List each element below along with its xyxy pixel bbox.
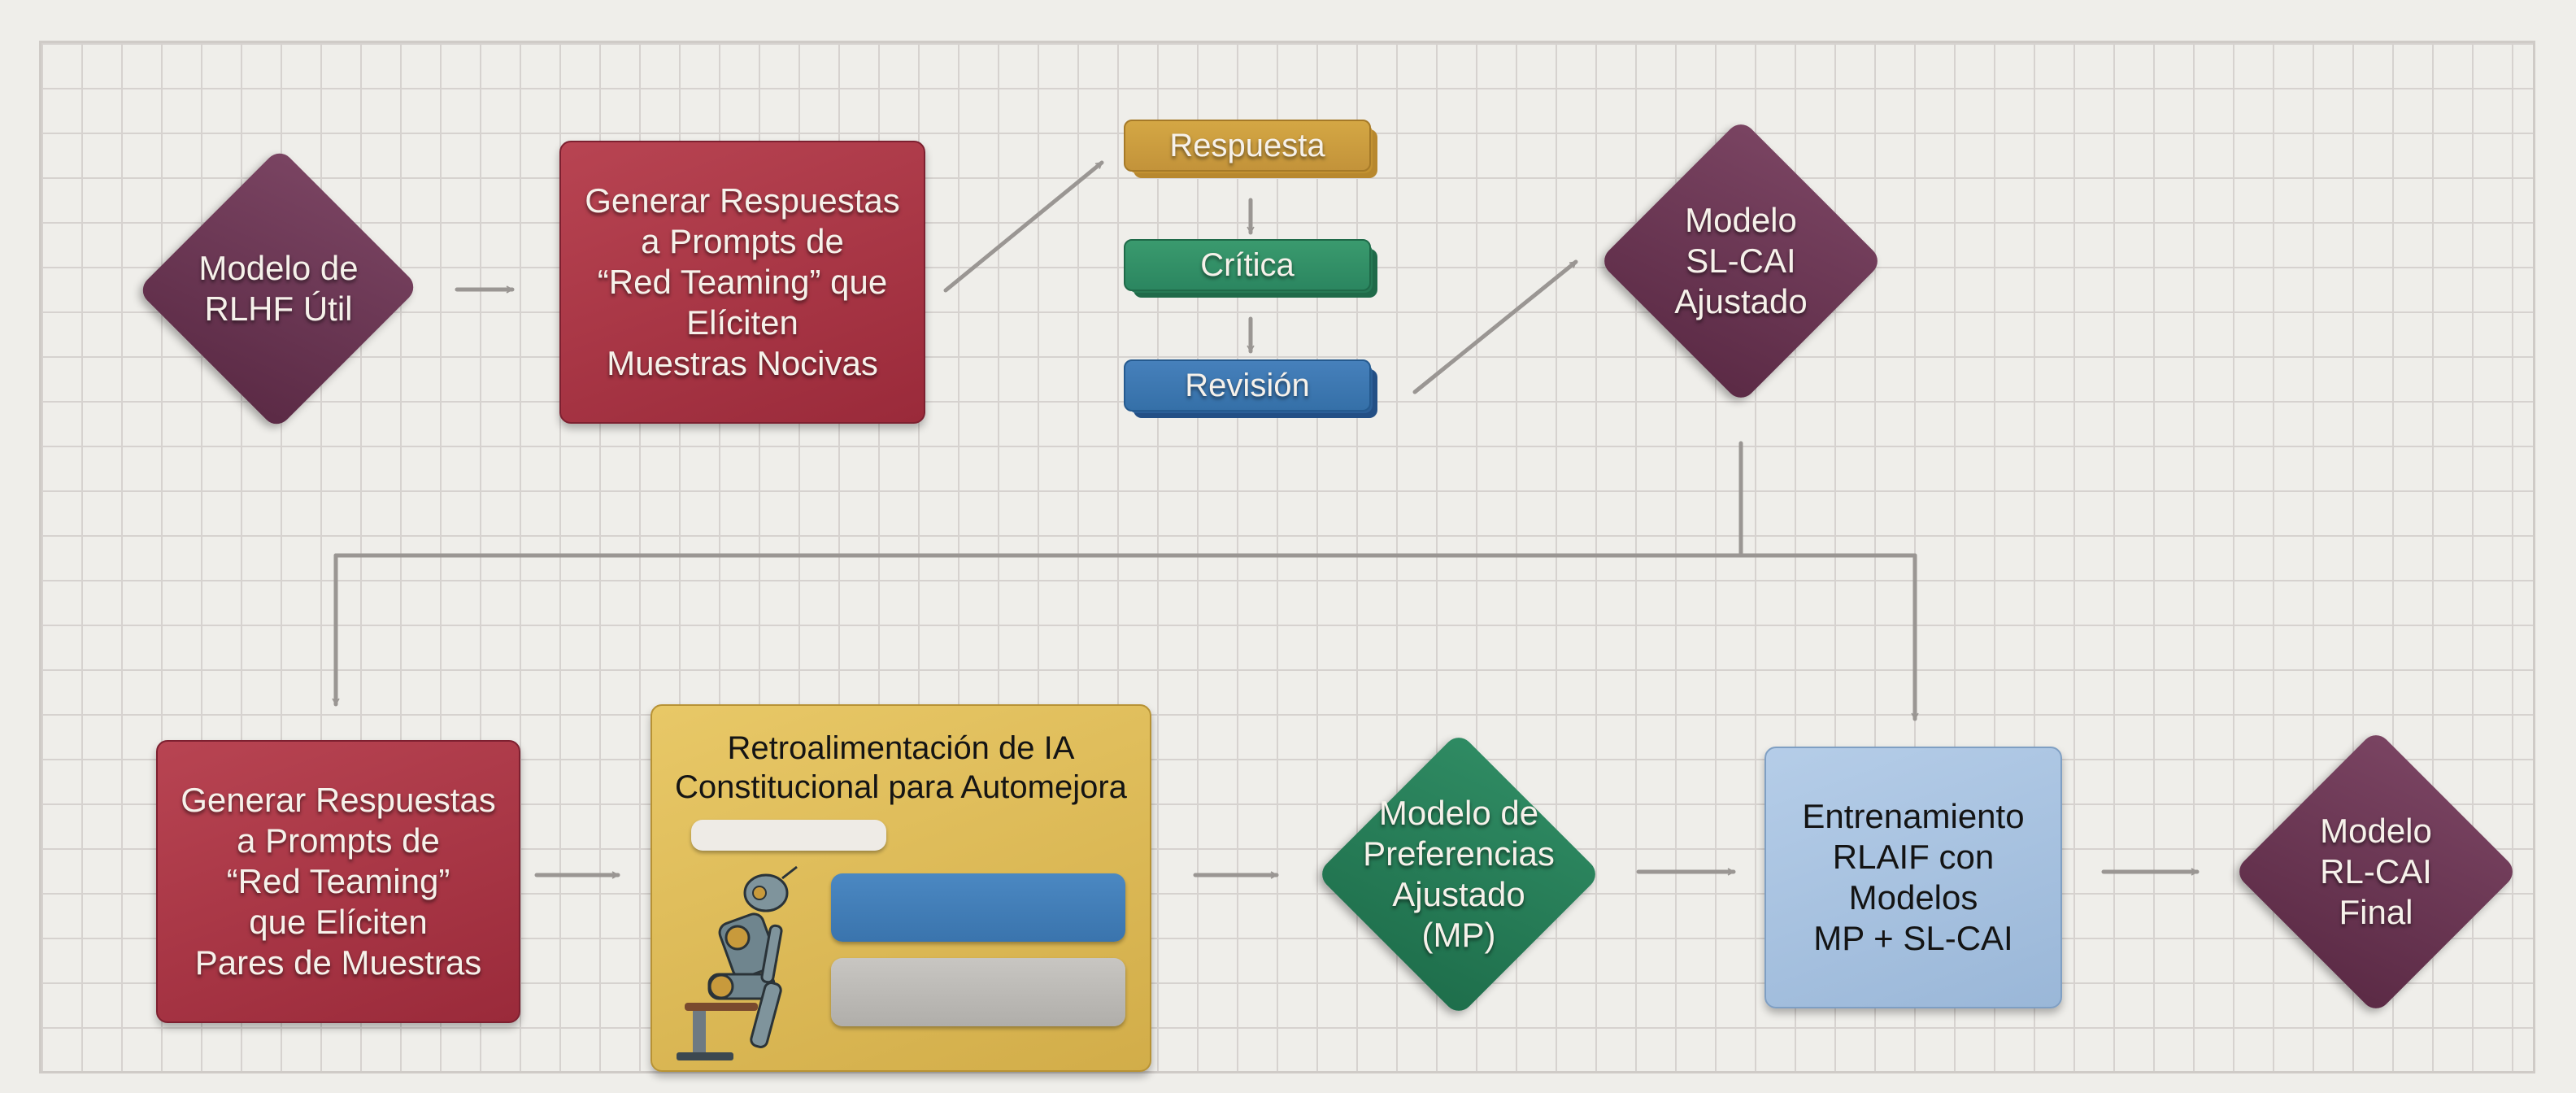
node-slcai-model-label: Modelo SL-CAI Ajustado <box>1674 201 1808 320</box>
speech-bubble-prompt <box>691 820 886 851</box>
node-preference-model-label: Modelo de Preferencias Ajustado (MP) <box>1363 794 1555 954</box>
node-preference-model[interactable]: Modelo de Preferencias Ajustado (MP) <box>1315 730 1603 1018</box>
node-revision[interactable]: Revisión <box>1124 359 1377 418</box>
node-response-label: Respuesta <box>1124 120 1371 172</box>
speech-bubble-response-b <box>831 958 1125 1026</box>
node-critique-label: Crítica <box>1124 239 1371 291</box>
node-rlaif-training[interactable]: Entrenamiento RLAIF con Modelos MP + SL-… <box>1764 747 2062 1008</box>
thinking-robot-icon <box>677 865 798 1060</box>
arrow-revision-to-slcai <box>1412 259 1578 394</box>
node-rlaif-training-label: Entrenamiento RLAIF con Modelos MP + SL-… <box>1802 797 2025 957</box>
node-generate-pairs[interactable]: Generar Respuestas a Prompts de “Red Tea… <box>156 740 520 1023</box>
node-generate-pairs-label: Generar Respuestas a Prompts de “Red Tea… <box>181 781 496 982</box>
branch-connector <box>333 441 1917 558</box>
node-generate-harmful[interactable]: Generar Respuestas a Prompts de “Red Tea… <box>559 141 925 424</box>
node-critique[interactable]: Crítica <box>1124 239 1377 298</box>
node-revision-label: Revisión <box>1124 359 1371 412</box>
node-final-model-label: Modelo RL-CAI Final <box>2320 812 2432 931</box>
arrow-generate-to-response <box>943 160 1104 293</box>
node-feedback-panel[interactable]: Retroalimentación de IA Constitucional p… <box>651 704 1151 1072</box>
feedback-panel-title: Retroalimentación de IA Constitucional p… <box>675 730 1127 805</box>
node-response[interactable]: Respuesta <box>1124 120 1377 178</box>
speech-bubble-response-a <box>831 873 1125 942</box>
node-final-model[interactable]: Modelo RL-CAI Final <box>2232 728 2520 1016</box>
node-slcai-model[interactable]: Modelo SL-CAI Ajustado <box>1598 118 1884 404</box>
node-rlhf-model[interactable]: Modelo de RLHF Útil <box>134 146 423 431</box>
node-generate-harmful-label: Generar Respuestas a Prompts de “Red Tea… <box>585 181 900 382</box>
node-rlhf-model-label: Modelo de RLHF Útil <box>198 249 359 328</box>
